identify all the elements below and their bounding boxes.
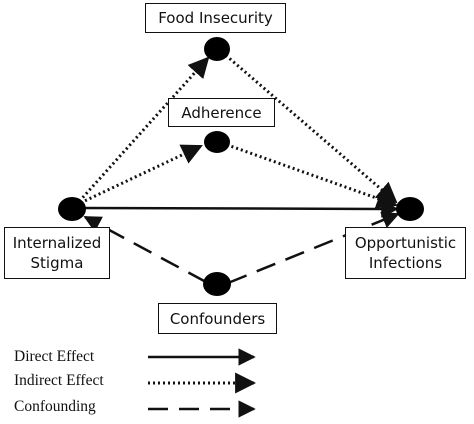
node-opportunistic-infections bbox=[396, 197, 424, 221]
node-internalized-stigma bbox=[58, 197, 86, 221]
label-food-insecurity: Food Insecurity bbox=[145, 3, 286, 33]
label-confounders: Confounders bbox=[158, 303, 277, 334]
label-opportunistic-infections: Opportunistic Infections bbox=[345, 227, 466, 279]
edge-stigma-to-infections bbox=[79, 200, 399, 218]
legend-indirect-label: Indirect Effect bbox=[14, 372, 104, 389]
node-food-insecurity bbox=[204, 37, 230, 61]
node-adherence bbox=[204, 131, 230, 153]
edge-stigma-to-food bbox=[74, 56, 210, 207]
label-internalized-stigma: Internalized Stigma bbox=[4, 227, 110, 279]
edge-food-to-infections bbox=[221, 50, 398, 204]
legend-confounding-label: Confounding bbox=[14, 398, 96, 415]
edge-adherence-to-infections bbox=[221, 141, 398, 209]
node-confounders bbox=[203, 272, 231, 296]
edge-stigma-to-adherence bbox=[75, 144, 203, 207]
label-adherence: Adherence bbox=[168, 98, 275, 127]
edge-confounders-to-stigma bbox=[83, 215, 207, 284]
legend-direct-label: Direct Effect bbox=[14, 348, 95, 365]
